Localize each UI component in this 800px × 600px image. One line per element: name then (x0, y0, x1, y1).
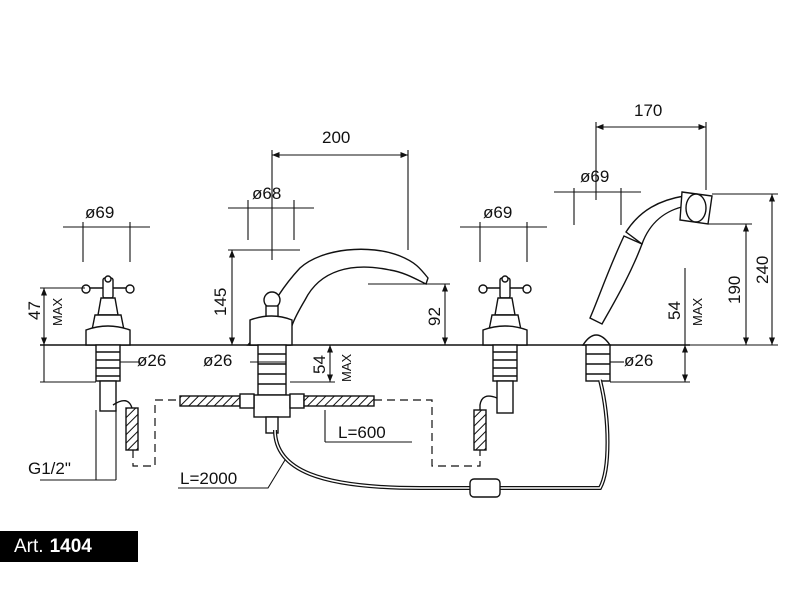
spout (246, 248, 429, 434)
dim-54-right-max-text: MAX (690, 298, 705, 327)
hose-connector (469, 478, 501, 498)
dim-92-text: 92 (425, 307, 444, 326)
dim-26-a-text: ø26 (137, 351, 166, 370)
article-label: Art. 1404 (0, 531, 138, 562)
dim-47-max-text: MAX (50, 298, 65, 327)
hand-shower (581, 191, 713, 382)
article-prefix: Art. (14, 535, 44, 557)
middle-valve (473, 275, 532, 451)
dim-54-under-max-text: MAX (339, 354, 354, 383)
dim-54-right-text: 54 (665, 301, 684, 320)
dim-145-text: 145 (211, 288, 230, 316)
dim-68-text: ø68 (252, 184, 281, 203)
hose-2000-text: L=2000 (180, 469, 237, 488)
dim-54-under-text: 54 (310, 355, 329, 374)
diverter-block (179, 393, 375, 409)
inner-hose (274, 379, 609, 489)
dim-190-text: 190 (725, 276, 744, 304)
dim-47-text: 47 (25, 301, 44, 320)
dim-69-right-text: ø69 (580, 167, 609, 186)
dim-170-text: 170 (634, 101, 662, 120)
dim-26-c-text: ø26 (624, 351, 653, 370)
thread-text: G1/2" (28, 459, 71, 478)
dim-69-left-text: ø69 (85, 203, 114, 222)
dashed-routing (132, 399, 481, 467)
dim-240-text: 240 (753, 256, 772, 284)
hose-600-text: L=600 (338, 423, 386, 442)
dim-69-mid-text: ø69 (483, 203, 512, 222)
dim-26-b-text: ø26 (203, 351, 232, 370)
left-valve (81, 275, 139, 451)
article-number: 1404 (49, 535, 92, 557)
dim-200-text: 200 (322, 128, 350, 147)
